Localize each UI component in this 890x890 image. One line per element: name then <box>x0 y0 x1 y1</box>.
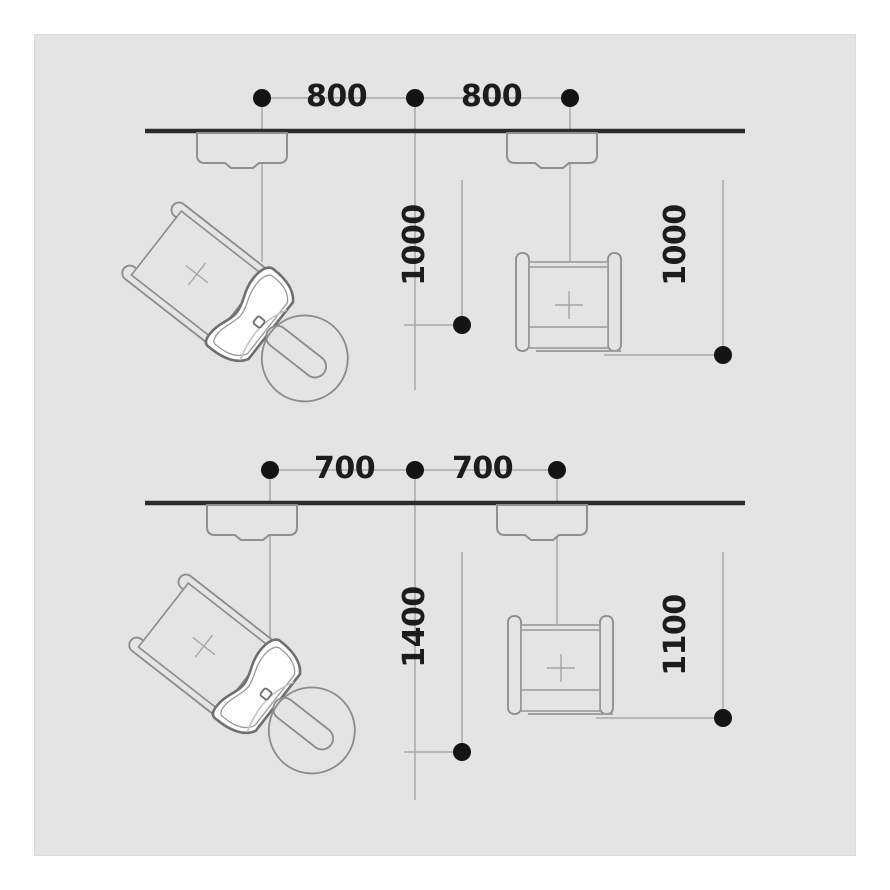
upper-shampoo-bowl-right <box>506 132 598 169</box>
dimension-label-upper-v2: 1000 <box>658 204 693 286</box>
dimension-label-lower-v2: 1100 <box>658 594 693 676</box>
upper-dimension-dots <box>253 89 732 364</box>
upper-plan-view <box>116 89 745 426</box>
upper-upright-chair <box>515 252 622 352</box>
dimension-label-lower-h2: 700 <box>452 451 514 486</box>
dimension-label-lower-v1: 1400 <box>397 586 432 668</box>
upper-extension-lines <box>261 98 724 390</box>
dimension-label-upper-v1: 1000 <box>397 204 432 286</box>
lower-shampoo-bowl-left <box>206 504 298 541</box>
upper-reclined-chair <box>116 195 372 426</box>
dimension-label-lower-h1: 700 <box>314 451 376 486</box>
lower-upright-chair <box>507 615 614 715</box>
lower-dimension-dots <box>261 461 732 761</box>
upper-shampoo-bowl-left <box>196 132 288 169</box>
dimension-label-upper-h1: 800 <box>306 79 368 114</box>
dimension-label-upper-h2: 800 <box>461 79 523 114</box>
lower-reclined-chair <box>123 567 379 798</box>
lower-shampoo-bowl-right <box>496 504 588 541</box>
lower-plan-view <box>123 461 745 800</box>
